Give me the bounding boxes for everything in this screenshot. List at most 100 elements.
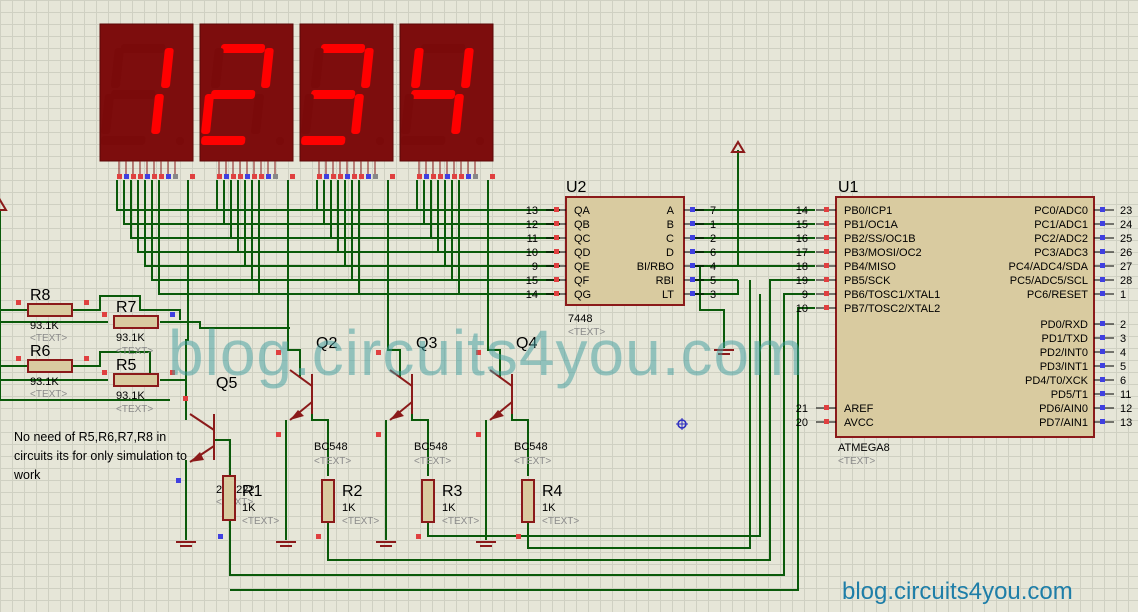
- resistor-r7[interactable]: R7 93.1K <TEXT>: [102, 299, 175, 357]
- svg-text:28: 28: [1120, 275, 1132, 287]
- u2-pin-2[interactable]: 2C: [666, 233, 716, 245]
- u1-pin-19[interactable]: 19 PB5/SCK: [796, 275, 891, 287]
- r3-value: 1K: [442, 502, 456, 514]
- u1-text: <TEXT>: [838, 456, 875, 467]
- r6-value: 93.1K: [30, 376, 59, 388]
- svg-text:PD0/RXD: PD0/RXD: [1040, 319, 1088, 331]
- svg-text:7: 7: [710, 205, 716, 217]
- svg-text:18: 18: [796, 261, 808, 273]
- q4-ref: Q4: [516, 335, 537, 352]
- u2-pin-1[interactable]: 1B: [667, 219, 716, 231]
- r7-value: 93.1K: [116, 332, 145, 344]
- svg-text:6: 6: [1120, 375, 1126, 387]
- u2-pin-3[interactable]: 3 LT: [662, 289, 716, 301]
- svg-text:PC0/ADC0: PC0/ADC0: [1034, 205, 1088, 217]
- svg-text:11: 11: [527, 233, 538, 245]
- svg-text:PB2/SS/OC1B: PB2/SS/OC1B: [844, 233, 916, 245]
- svg-text:27: 27: [1120, 261, 1132, 273]
- u2-pin-6[interactable]: 6D: [666, 247, 716, 259]
- svg-text:12: 12: [526, 219, 538, 231]
- svg-text:9: 9: [802, 289, 808, 301]
- transistor-q2[interactable]: Q2 BC548 <TEXT>: [276, 335, 351, 467]
- svg-text:BI/RBO: BI/RBO: [637, 261, 675, 273]
- svg-text:1: 1: [1120, 289, 1126, 301]
- u2-text: <TEXT>: [568, 327, 605, 338]
- r6-text: <TEXT>: [30, 389, 67, 400]
- svg-text:5: 5: [710, 275, 716, 287]
- r5-value: 93.1K: [116, 390, 145, 402]
- resistor-r3[interactable]: R3 1K <TEXT>: [416, 479, 479, 539]
- r5-ref: R5: [116, 357, 137, 374]
- svg-text:LT: LT: [662, 289, 674, 301]
- transistor-q4[interactable]: Q4 BC548 <TEXT>: [476, 335, 551, 467]
- svg-text:25: 25: [1120, 233, 1132, 245]
- svg-text:AVCC: AVCC: [844, 417, 874, 429]
- svg-text:1: 1: [710, 219, 716, 231]
- svg-text:PD6/AIN0: PD6/AIN0: [1039, 403, 1088, 415]
- u1-ref: U1: [838, 179, 859, 196]
- u2-pin-7[interactable]: 7A: [667, 205, 716, 217]
- resistor-r2[interactable]: R2 1K <TEXT>: [316, 479, 379, 539]
- r6-ref: R6: [30, 343, 51, 360]
- simulation-note: No need of R5,R6,R7,R8 in circuits its f…: [14, 430, 187, 482]
- resistor-r1[interactable]: R1 1K <TEXT>: [218, 475, 279, 539]
- transistor-q3[interactable]: Q3 BC548 <TEXT>: [376, 335, 451, 467]
- svg-text:2: 2: [710, 233, 716, 245]
- resistor-r6[interactable]: R6 93.1K <TEXT>: [16, 343, 89, 400]
- r1-ref: R1: [242, 483, 263, 500]
- svg-text:QF: QF: [574, 275, 590, 287]
- r7-text: <TEXT>: [116, 346, 153, 357]
- resistor-r8[interactable]: R8 93.1K <TEXT>: [16, 287, 89, 344]
- svg-text:3: 3: [1120, 333, 1126, 345]
- u1-pin-28[interactable]: 28 PC5/ADC5/SCL: [1010, 275, 1133, 287]
- svg-text:PC1/ADC1: PC1/ADC1: [1034, 219, 1088, 231]
- u2-pin-4[interactable]: 4BI/RBO: [637, 261, 716, 273]
- svg-text:19: 19: [796, 275, 808, 287]
- resistor-r4[interactable]: R4 1K <TEXT>: [516, 479, 579, 539]
- r2-text: <TEXT>: [342, 516, 379, 527]
- footer-link[interactable]: blog.circuits4you.com: [842, 578, 1073, 605]
- svg-text:PB3/MOSI/OC2: PB3/MOSI/OC2: [844, 247, 922, 259]
- svg-text:15: 15: [796, 219, 808, 231]
- svg-text:PC5/ADC5/SCL: PC5/ADC5/SCL: [1010, 275, 1088, 287]
- q3-text: <TEXT>: [414, 456, 451, 467]
- svg-text:3: 3: [710, 289, 716, 301]
- resistor-r5[interactable]: R5 93.1K <TEXT>: [102, 357, 175, 415]
- seven-segment-digit-3: [299, 23, 395, 179]
- svg-text:C: C: [666, 233, 674, 245]
- svg-text:PB5/SCK: PB5/SCK: [844, 275, 891, 287]
